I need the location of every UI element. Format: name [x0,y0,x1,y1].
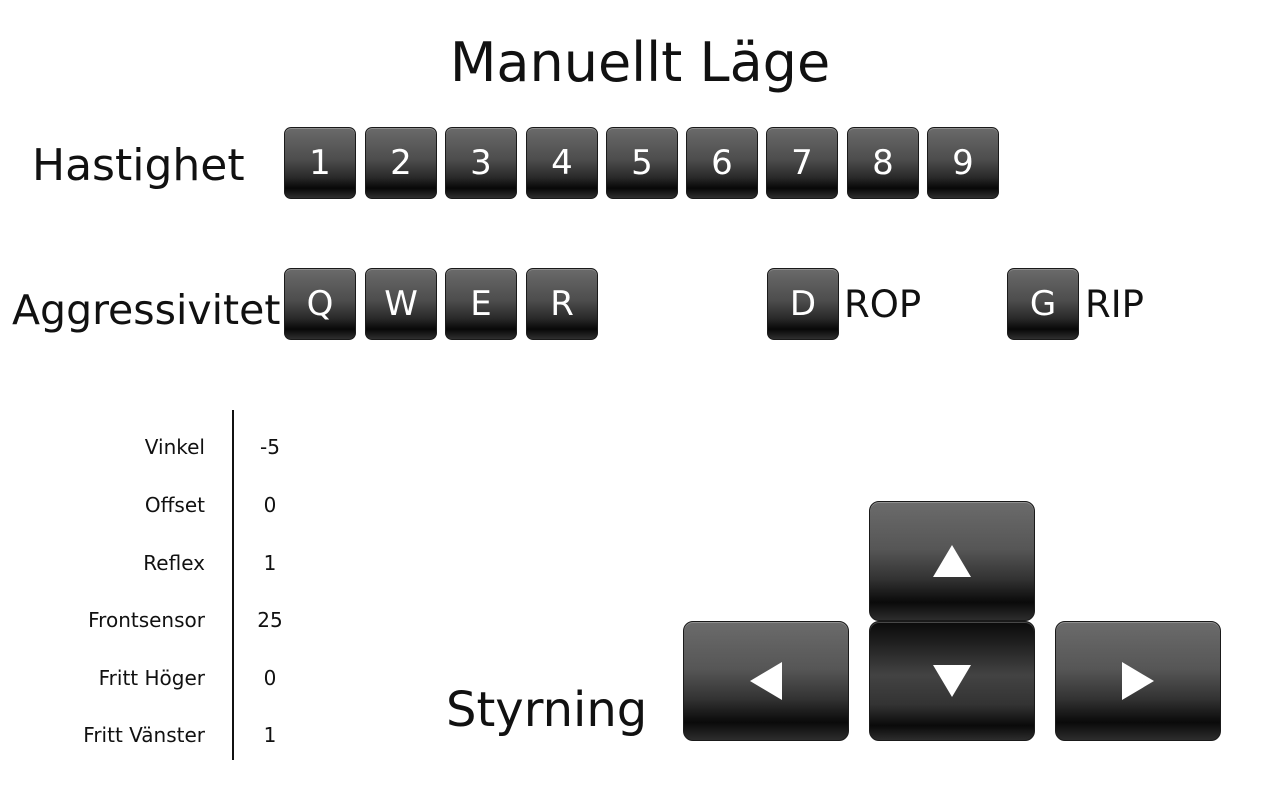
speed-key-4[interactable]: 4 [526,127,598,199]
arrow-down-icon [933,665,971,697]
sensor-stats-panel: Vinkel -5 Offset 0 Reflex 1 Frontsensor … [0,410,330,762]
aggressiveness-key-r[interactable]: R [526,268,598,340]
stat-label: Offset [144,493,205,517]
stat-label: Frontsensor [88,608,205,632]
stat-label: Reflex [143,551,205,575]
speed-key-8[interactable]: 8 [847,127,919,199]
aggressiveness-key-w[interactable]: W [365,268,437,340]
stat-row-offset: Offset 0 [0,490,320,520]
steer-down-button[interactable] [869,621,1035,741]
steer-right-button[interactable] [1055,621,1221,741]
speed-key-5[interactable]: 5 [606,127,678,199]
speed-key-6[interactable]: 6 [686,127,758,199]
stat-value: 1 [263,551,277,575]
drop-label: ROP [844,283,922,326]
stat-value: 25 [257,608,283,632]
drop-key[interactable]: D [767,268,839,340]
arrow-left-icon [750,662,782,700]
arrow-up-icon [933,545,971,577]
stat-value: -5 [260,435,280,459]
speed-label: Hastighet [32,140,245,191]
stat-label: Vinkel [144,435,205,459]
grip-label: RIP [1085,283,1144,326]
stat-label: Fritt Höger [98,666,205,690]
aggressiveness-key-e[interactable]: E [445,268,517,340]
page-title: Manuellt Läge [449,31,831,94]
speed-key-1[interactable]: 1 [284,127,356,199]
stat-row-vinkel: Vinkel -5 [0,432,320,462]
speed-key-9[interactable]: 9 [927,127,999,199]
stat-value: 0 [263,493,277,517]
stat-label: Fritt Vänster [83,723,205,747]
aggressiveness-key-q[interactable]: Q [284,268,356,340]
arrow-right-icon [1122,662,1154,700]
steer-left-button[interactable] [683,621,849,741]
stat-row-fritt-vanster: Fritt Vänster 1 [0,720,320,750]
aggressiveness-label: Aggressivitet [12,286,281,334]
speed-key-3[interactable]: 3 [445,127,517,199]
stat-value: 1 [263,723,277,747]
steer-up-button[interactable] [869,501,1035,621]
speed-key-2[interactable]: 2 [365,127,437,199]
stat-row-fritt-hoger: Fritt Höger 0 [0,663,320,693]
stat-row-reflex: Reflex 1 [0,548,320,578]
stat-value: 0 [263,666,277,690]
steering-label: Styrning [446,682,648,738]
grip-key[interactable]: G [1007,268,1079,340]
speed-key-7[interactable]: 7 [766,127,838,199]
stats-divider [232,410,234,760]
stat-row-frontsensor: Frontsensor 25 [0,605,320,635]
